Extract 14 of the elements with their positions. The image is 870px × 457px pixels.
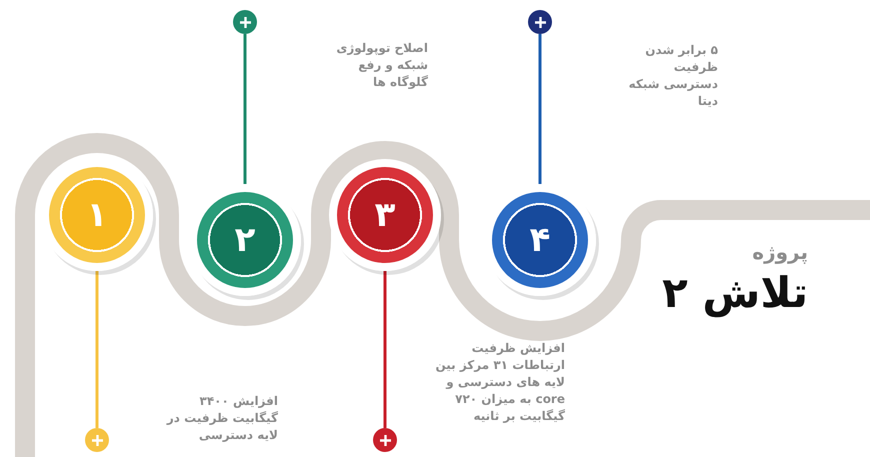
milestone-text: اصلاح توپولوژی شبکه و رفع گلوگاه ها (335, 40, 428, 91)
pin-circle (233, 10, 257, 34)
connector-line (384, 271, 386, 428)
pin-circle (528, 10, 552, 34)
connector-line (96, 271, 98, 428)
milestone-text: ۵ برابر شدن ظرفیت دسترسی شبکه دیتا (628, 42, 718, 110)
title-label: تلاش ۲ (662, 268, 808, 317)
connector-line (244, 34, 246, 184)
project-label: پروژه (752, 240, 808, 264)
milestone-text: افزایش ظرفیت ارتباطات ۳۱ مرکز بین لایه های دسترسی و core به میزان ۷۲۰ گیگابیت بر ثانیه (434, 340, 565, 425)
milestone-text: افزایش ۳۴۰۰ گیگابیت ظرفیت در لایه دسترسی (165, 393, 278, 444)
pin-circle (373, 428, 397, 452)
pin-circle (85, 428, 109, 452)
connector-line (538, 34, 542, 184)
